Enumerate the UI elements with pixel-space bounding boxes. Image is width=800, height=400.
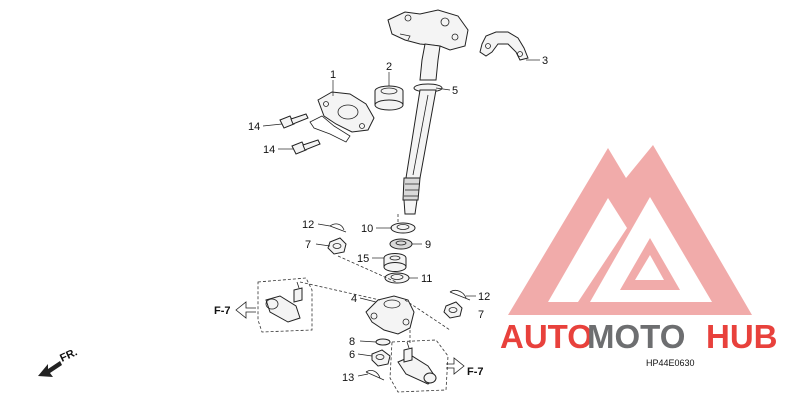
- callout-6: 6: [349, 349, 355, 361]
- callout-1: 1: [330, 69, 336, 81]
- figure-ref-right: F-7: [446, 357, 484, 378]
- castle-nut-upper: [327, 237, 347, 255]
- watermark-logo: [508, 145, 752, 315]
- callout-9: 9: [425, 239, 431, 251]
- cotter-pin-right: [449, 290, 471, 301]
- front-direction-indicator: FR.: [38, 346, 79, 377]
- shaft-holder-clamp: [479, 31, 529, 61]
- castle-nut-lower: [371, 349, 391, 367]
- callout-10: 10: [361, 223, 373, 235]
- cotter-pin-lower: [365, 370, 385, 381]
- callout-5: 5: [452, 85, 458, 97]
- callout-15: 15: [357, 253, 369, 265]
- tie-rod-end-left: [257, 277, 313, 333]
- steering-shaft: [387, 9, 469, 215]
- flange-bolt-upper: [279, 113, 309, 129]
- front-arrow-icon: [38, 361, 62, 377]
- figure-ref-left-label: F-7: [214, 305, 231, 317]
- assembly-guide-lines: [299, 214, 451, 345]
- front-label: FR.: [58, 346, 79, 364]
- callout-2: 2: [386, 61, 392, 73]
- callout-14-upper: 14: [248, 121, 260, 133]
- bushing-holder: [309, 91, 375, 143]
- callout-7-upper: 7: [305, 239, 311, 251]
- figure-ref-left: F-7: [214, 301, 256, 319]
- steering-arm: [365, 295, 415, 335]
- callout-3: 3: [542, 55, 548, 67]
- oil-seal: [390, 222, 416, 234]
- steering-bearing: [383, 253, 407, 272]
- callout-numbers: 1 2 3 5 14 14 12 7 10 9 15 11 4 12 7 8 6…: [248, 55, 548, 384]
- callout-13: 13: [342, 372, 354, 384]
- callout-4: 4: [351, 293, 357, 305]
- castle-nut-right: [443, 301, 463, 319]
- callout-12-right: 12: [478, 291, 490, 303]
- cotter-pin-upper: [329, 223, 347, 233]
- watermark-text-auto: AUTO: [500, 318, 593, 355]
- lower-oil-seal: [384, 272, 410, 284]
- watermark-text: AUTO MOTO HUB: [500, 318, 778, 355]
- watermark-text-moto: MOTO: [587, 318, 685, 355]
- leader-lines: [262, 59, 540, 377]
- arrow-right-icon: [446, 357, 465, 375]
- arrow-left-icon: [235, 301, 256, 319]
- watermark-text-hub: HUB: [706, 318, 778, 355]
- diagram-code: HP44E0630: [646, 358, 695, 368]
- lock-washer: [375, 338, 391, 346]
- callout-11: 11: [421, 273, 432, 285]
- callout-7-right: 7: [478, 309, 484, 321]
- dust-seal: [389, 238, 413, 250]
- callout-8: 8: [349, 336, 355, 348]
- figure-ref-right-label: F-7: [467, 366, 484, 378]
- flange-bolt-lower: [291, 139, 321, 155]
- callout-14-lower: 14: [263, 144, 275, 156]
- steering-shaft-bushing: [374, 85, 404, 111]
- tie-rod-end-right: [389, 339, 449, 393]
- callout-12-upper: 12: [302, 219, 314, 231]
